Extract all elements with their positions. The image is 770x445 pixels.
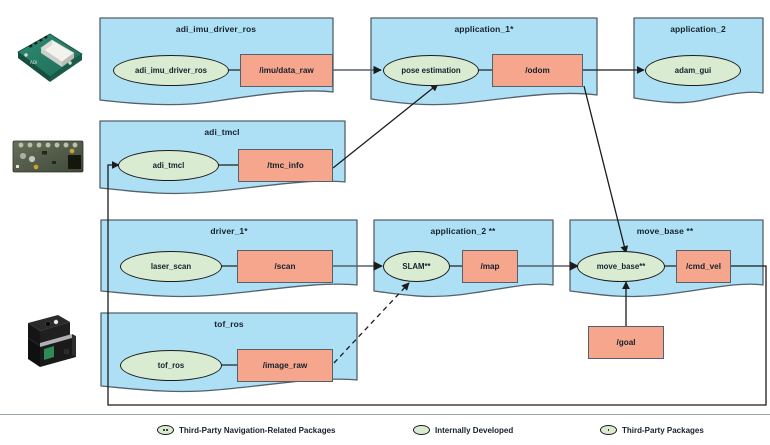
panel-title-driver-1: driver_1* <box>210 226 248 236</box>
legend-label-internally-developed: Internally Developed <box>435 425 514 435</box>
topic-goal[interactable]: /goal <box>588 326 664 359</box>
hardware-photo-imu-board: ADI <box>8 22 88 94</box>
node-slam[interactable]: SLAM** <box>383 251 450 282</box>
panel-title-application-2-gui: application_2 <box>670 24 726 34</box>
node-laser-scan[interactable]: laser_scan <box>120 251 222 282</box>
panel-title-adi-tmcl: adi_tmcl <box>204 127 240 137</box>
hardware-photo-tof-camera <box>10 305 88 381</box>
node-move-base[interactable]: move_base** <box>577 251 665 282</box>
ellipse-plain-icon <box>413 425 430 435</box>
edge-odom-to-movebase <box>583 85 629 254</box>
legend: Third-Party Navigation-Related Packages … <box>0 414 770 445</box>
panel-title-move-base: move_base ** <box>636 226 694 236</box>
panel-title-tof-ros: tof_ros <box>214 319 244 329</box>
legend-item-internally-developed: Internally Developed <box>413 425 513 435</box>
topic-image-raw[interactable]: /image_raw <box>237 349 333 382</box>
node-adi-imu-driver-ros[interactable]: adi_imu_driver_ros <box>113 55 229 86</box>
hardware-photo-tmc-board <box>8 131 88 183</box>
topic-map[interactable]: /map <box>462 250 518 283</box>
topic-tmc-info[interactable]: /tmc_info <box>238 149 333 182</box>
edge-imageraw-to-slam <box>333 282 410 364</box>
node-pose-estimation[interactable]: pose estimation <box>383 55 479 86</box>
legend-label-third-party: Third-Party Packages <box>622 425 704 435</box>
legend-label-third-party-nav: Third-Party Navigation-Related Packages <box>179 425 336 435</box>
ellipse-double-star-icon <box>157 425 174 435</box>
panel-title-application-1: application_1* <box>454 24 514 34</box>
node-tof-ros[interactable]: tof_ros <box>120 350 222 381</box>
topic-scan[interactable]: /scan <box>237 250 333 283</box>
node-adam-gui[interactable]: adam_gui <box>645 55 741 86</box>
topic-odom[interactable]: /odom <box>492 54 583 87</box>
ellipse-single-star-icon <box>600 425 617 435</box>
topic-imu-data-raw[interactable]: /imu/data_raw <box>240 54 333 87</box>
edge-tmcinfo-to-pose <box>332 83 439 169</box>
node-adi-tmcl[interactable]: adi_tmcl <box>118 150 219 181</box>
legend-item-third-party-nav: Third-Party Navigation-Related Packages <box>157 425 336 435</box>
panel-title-adi-imu-driver-ros: adi_imu_driver_ros <box>175 24 257 34</box>
panel-title-application-2-slam: application_2 ** <box>430 226 496 236</box>
svg-text:ADI: ADI <box>30 60 37 65</box>
edge-cmdvel-feedback-loop <box>107 161 767 406</box>
legend-item-third-party: Third-Party Packages <box>600 425 704 435</box>
topic-cmd-vel[interactable]: /cmd_vel <box>676 250 731 283</box>
